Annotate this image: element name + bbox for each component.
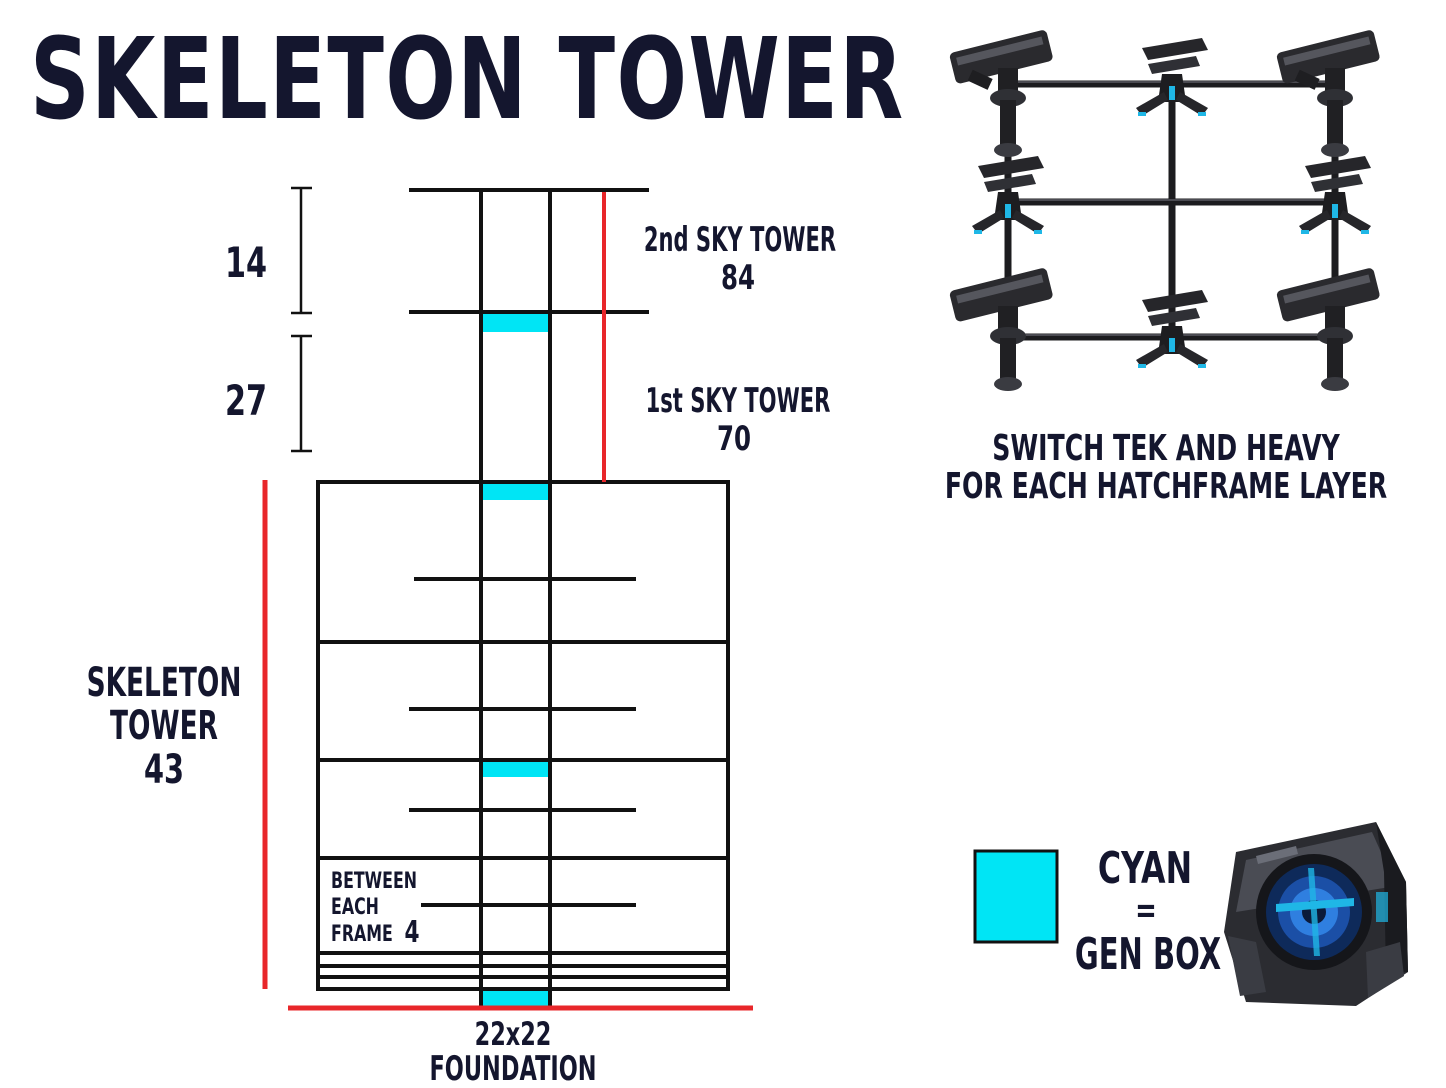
legend-gen-box-label: GEN BOX xyxy=(1075,928,1221,980)
tek-turret-top-mid xyxy=(1136,38,1208,116)
bracket-mid xyxy=(291,334,312,453)
skeleton-label-line-1: SKELETON xyxy=(87,659,242,705)
sky-tower-1-value: 70 xyxy=(717,419,751,458)
tek-generator-icon xyxy=(1224,822,1408,1006)
sky-tower-2-value: 84 xyxy=(721,258,755,297)
turret-grid-icon xyxy=(949,30,1380,391)
between-frame-line-3: FRAME xyxy=(331,920,393,946)
foundation-size: 22x22 xyxy=(475,1015,552,1053)
gen-box-mid-upper xyxy=(482,483,549,500)
skeleton-frame-box xyxy=(316,480,730,991)
between-frame-line-2: EACH xyxy=(331,893,379,919)
skeleton-value: 43 xyxy=(144,747,184,793)
gen-box-top xyxy=(482,313,549,332)
dimension-mid-value: 27 xyxy=(225,376,267,425)
tek-turret-bottom-mid xyxy=(1136,290,1208,368)
heavy-turret-bottom-right xyxy=(1276,268,1380,391)
tower-diagram xyxy=(316,188,730,1006)
gen-box-bottom xyxy=(482,990,549,1006)
skeleton-label-line-2: TOWER xyxy=(110,702,218,748)
between-frame-value: 4 xyxy=(404,916,419,950)
sky-tower-1-label: 1st SKY TOWER xyxy=(646,381,831,421)
hatch-note-line-1: SWITCH TEK AND HEAVY xyxy=(992,428,1340,470)
tek-turret-right-mid xyxy=(1299,156,1371,234)
legend-cyan-label: CYAN xyxy=(1098,843,1192,895)
dimension-top-value: 14 xyxy=(225,238,267,287)
bracket-top xyxy=(291,186,312,315)
heavy-turret-top-left xyxy=(949,30,1053,157)
page-title: SKELETON TOWER xyxy=(30,16,905,146)
sky-tower-2-label: 2nd SKY TOWER xyxy=(644,220,836,260)
foundation-name: FOUNDATION xyxy=(429,1048,596,1088)
gen-box-legend-swatch xyxy=(973,849,1059,944)
heavy-turret-bottom-left xyxy=(949,268,1053,391)
heavy-turret-top-right xyxy=(1276,30,1380,157)
gen-box-mid-lower xyxy=(482,760,549,777)
hatch-note-line-2: FOR EACH HATCHFRAME LAYER xyxy=(945,466,1387,508)
tek-turret-left-mid xyxy=(972,156,1044,234)
legend-equals-sign: = xyxy=(1135,890,1157,931)
between-frame-line-1: BETWEEN xyxy=(331,867,417,893)
